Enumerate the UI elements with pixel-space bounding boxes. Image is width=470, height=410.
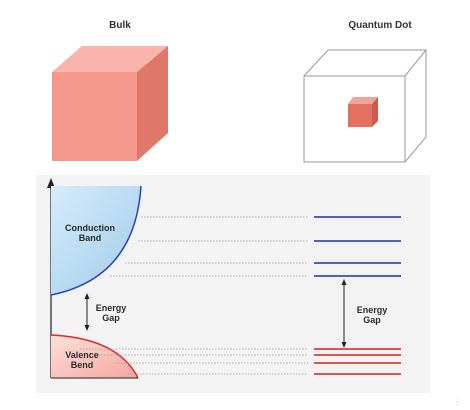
- bulk-cube: [52, 46, 168, 161]
- conduction-band-label-line: Conduction: [65, 223, 115, 233]
- arrowhead-up-icon: [341, 279, 347, 285]
- energy-gap-label-right: Energy Gap: [350, 305, 394, 325]
- guide-lines: [80, 216, 308, 375]
- conduction-band-label-line: Band: [78, 233, 102, 243]
- quantum-dot: [348, 97, 378, 127]
- qd-front: [348, 104, 372, 127]
- quantum-dot-heading: Quantum Dot: [348, 20, 412, 31]
- qd-top: [348, 97, 378, 104]
- energy-gap-arrow-right: [341, 279, 347, 348]
- energy-gap-label-line: Gap: [363, 315, 381, 325]
- qd-cube-side-edges: [404, 50, 427, 163]
- bulk-cube-side: [137, 46, 168, 161]
- qd-cube-top-edges: [303, 49, 428, 77]
- energy-gap-arrow-left: [84, 293, 90, 331]
- qd-cube-front: [303, 75, 406, 163]
- arrowhead-down-icon: [84, 325, 90, 331]
- conduction-band-label: Conduction Band: [54, 223, 126, 243]
- bulk-heading: Bulk: [109, 20, 131, 31]
- energy-axis-arrowhead: [47, 178, 55, 188]
- energy-gap-label-line: Energy: [356, 305, 388, 315]
- valence-band-label-line: Valence: [65, 350, 99, 360]
- energy-gap-label-left: Energy Gap: [90, 303, 132, 323]
- arrowhead-down-icon: [341, 342, 347, 348]
- arrowhead-up-icon: [84, 293, 90, 299]
- energy-gap-label-line: Gap: [102, 313, 120, 323]
- corner-mark: .:: [456, 398, 460, 404]
- valence-band-edge: [50, 334, 139, 379]
- qd-valence-levels: [314, 348, 401, 375]
- valence-band-label: Valence Bend: [52, 350, 112, 370]
- valence-band-label-line: Bend: [70, 360, 94, 370]
- conduction-band-region: [51, 186, 141, 295]
- energy-gap-label-line: Energy: [95, 303, 127, 313]
- conduction-band-edge: [50, 185, 142, 296]
- qd-conduction-levels: [314, 216, 401, 277]
- qd-side: [372, 97, 378, 127]
- bulk-cube-front: [52, 72, 137, 161]
- bulk-cube-top: [52, 46, 168, 72]
- quantum-dot-cube: [303, 49, 428, 163]
- valence-band-region: [51, 335, 138, 378]
